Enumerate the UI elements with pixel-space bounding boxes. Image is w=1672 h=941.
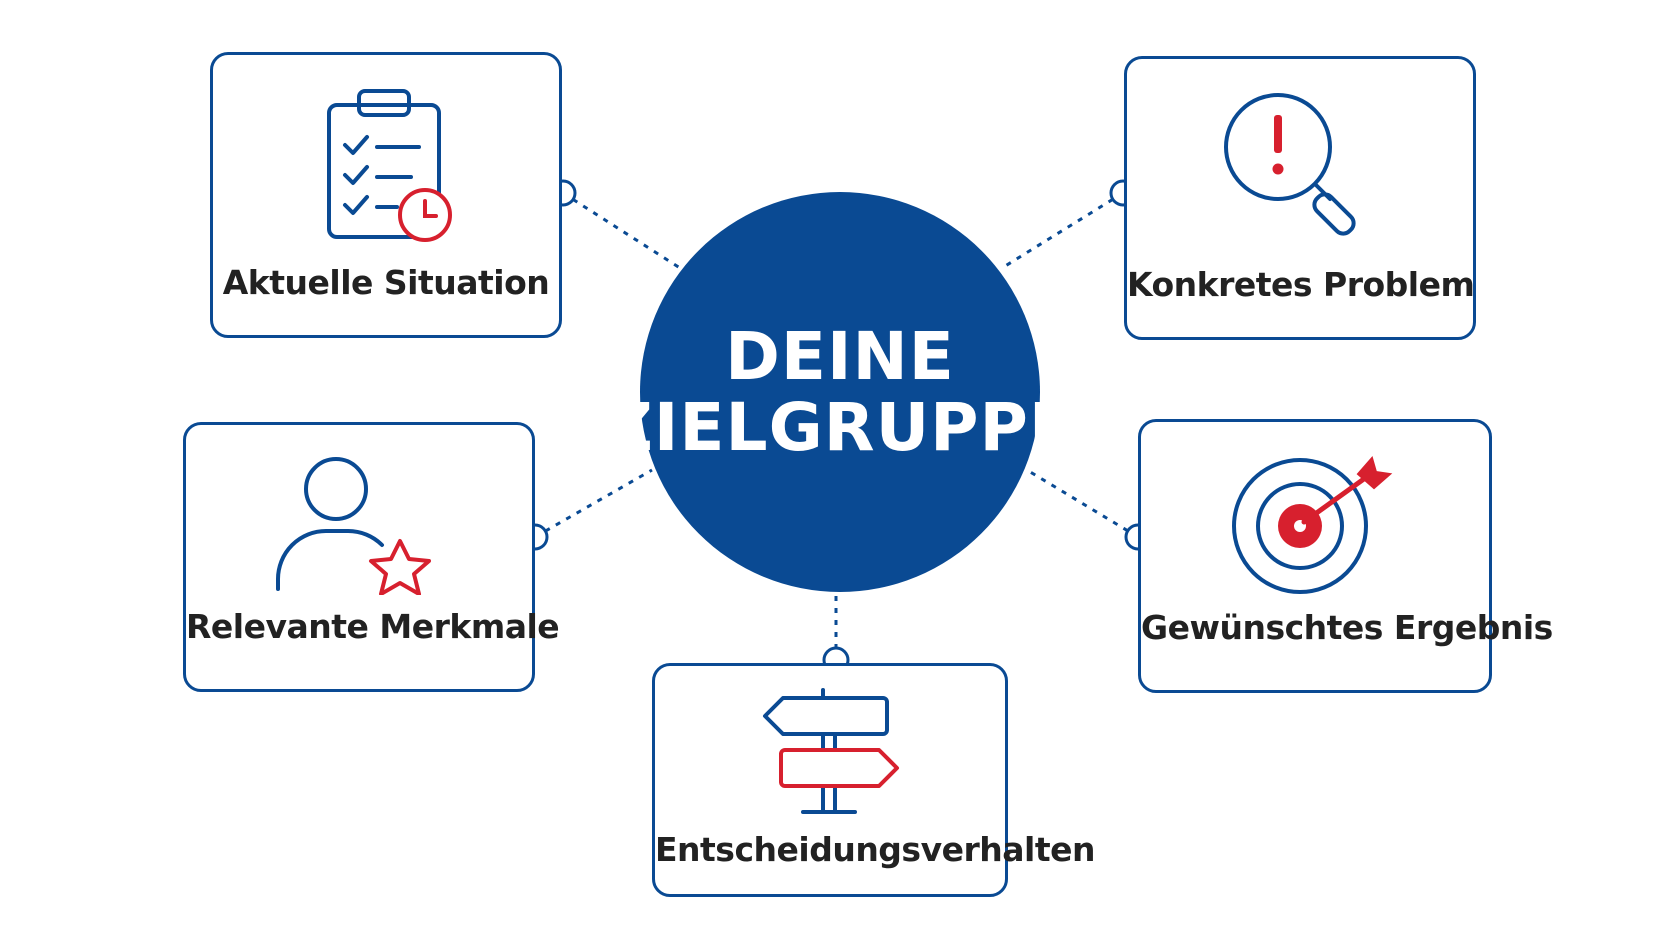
connector-konkretes bbox=[1001, 191, 1124, 270]
target-arrow-icon bbox=[1232, 455, 1393, 594]
signpost-icon bbox=[763, 688, 899, 814]
card-label: Entscheidungsverhalten bbox=[655, 830, 1095, 869]
card-entscheidungsverhalten: Entscheidungsverhalten bbox=[652, 663, 1095, 897]
card-label: Aktuelle Situation bbox=[222, 263, 550, 302]
connector-gewuenscht bbox=[1026, 468, 1139, 539]
card-aktuelle-situation: Aktuelle Situation bbox=[210, 52, 562, 338]
connector-relevante bbox=[534, 468, 653, 539]
card-label: Gewünschtes Ergebnis bbox=[1141, 608, 1553, 647]
card-label: Relevante Merkmale bbox=[186, 607, 560, 646]
card-relevante-merkmale: Relevante Merkmale bbox=[183, 422, 560, 692]
center-title-line1: DEINE bbox=[725, 317, 955, 395]
person-star-icon bbox=[276, 457, 431, 595]
center-topic-circle: DEINE ZIELGRUPPE bbox=[605, 192, 1074, 592]
card-konkretes-problem: Konkretes Problem bbox=[1124, 56, 1476, 340]
magnifier-exclamation-icon bbox=[1224, 93, 1356, 236]
clipboard-checklist-clock-icon bbox=[327, 89, 452, 242]
card-label: Konkretes Problem bbox=[1127, 265, 1475, 304]
card-gewuenschtes-ergebnis: Gewünschtes Ergebnis bbox=[1138, 419, 1553, 693]
center-title-line2: ZIELGRUPPE bbox=[605, 389, 1075, 466]
connector-aktuelle bbox=[562, 191, 681, 270]
